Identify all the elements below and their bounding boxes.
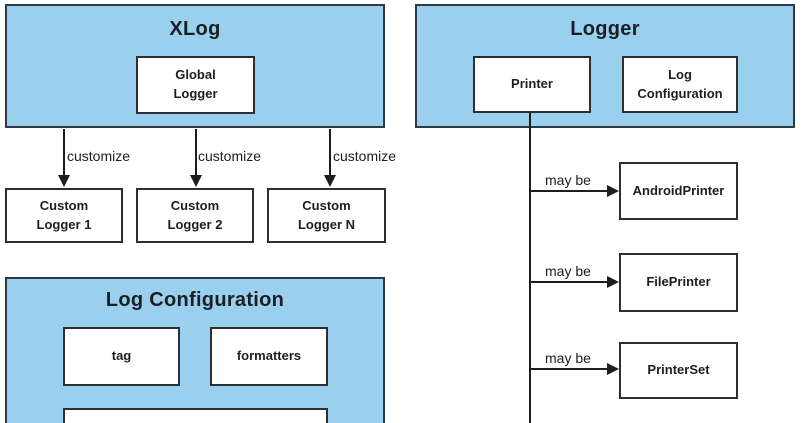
node-custom-logger-2-label: Custom Logger 2: [167, 197, 223, 232]
node-custom-logger-1: Custom Logger 1: [5, 188, 123, 243]
printer-connector-trunk: [529, 113, 531, 423]
may-be-arrow-line-3: [530, 368, 608, 370]
node-file-printer: FilePrinter: [619, 253, 738, 312]
node-printer-set: PrinterSet: [619, 342, 738, 399]
node-logger-log-configuration: Log Configuration: [622, 56, 738, 113]
logger-group-title: Logger: [570, 18, 640, 40]
node-formatters-label: formatters: [236, 348, 302, 364]
node-custom-logger-n-label: Custom Logger N: [297, 197, 356, 232]
customize-edge-label-1: customize: [67, 148, 131, 164]
node-log-configuration-partial: [63, 408, 328, 423]
node-file-printer-label: FilePrinter: [646, 274, 711, 290]
logger-group: Logger Printer Log Configuration: [415, 4, 795, 128]
xlog-group: XLog Global Logger: [5, 4, 385, 128]
log-configuration-group-title: Log Configuration: [105, 289, 285, 311]
node-custom-logger-1-label: Custom Logger 1: [36, 197, 92, 232]
may-be-arrowhead-1: [607, 185, 619, 197]
node-android-printer: AndroidPrinter: [619, 162, 738, 220]
customize-arrow-line-2: [195, 129, 197, 175]
node-formatters: formatters: [210, 327, 328, 386]
customize-arrow-line-3: [329, 129, 331, 175]
may-be-edge-label-1: may be: [545, 172, 591, 188]
may-be-edge-label-3: may be: [545, 350, 591, 366]
node-global-logger: Global Logger: [136, 56, 255, 114]
customize-arrowhead-1: [58, 175, 70, 187]
customize-arrow-line-1: [63, 129, 65, 175]
customize-arrowhead-2: [190, 175, 202, 187]
node-logger-log-configuration-label: Log Configuration: [637, 66, 723, 101]
customize-edge-label-3: customize: [333, 148, 397, 164]
may-be-edge-label-2: may be: [545, 263, 591, 279]
xlog-group-title: XLog: [169, 18, 221, 40]
node-custom-logger-2: Custom Logger 2: [136, 188, 254, 243]
customize-arrowhead-3: [324, 175, 336, 187]
node-printer-label: Printer: [511, 76, 553, 92]
node-custom-logger-n: Custom Logger N: [267, 188, 386, 243]
node-android-printer-label: AndroidPrinter: [632, 182, 725, 198]
node-global-logger-label: Global Logger: [173, 67, 218, 101]
node-tag: tag: [63, 327, 180, 386]
node-tag-label: tag: [111, 348, 132, 364]
node-printer: Printer: [473, 56, 591, 113]
may-be-arrow-line-2: [530, 281, 608, 283]
may-be-arrowhead-3: [607, 363, 619, 375]
may-be-arrow-line-1: [530, 190, 608, 192]
may-be-arrowhead-2: [607, 276, 619, 288]
log-configuration-group: Log Configuration tag formatters: [5, 277, 385, 423]
customize-edge-label-2: customize: [198, 148, 262, 164]
node-printer-set-label: PrinterSet: [647, 362, 710, 378]
